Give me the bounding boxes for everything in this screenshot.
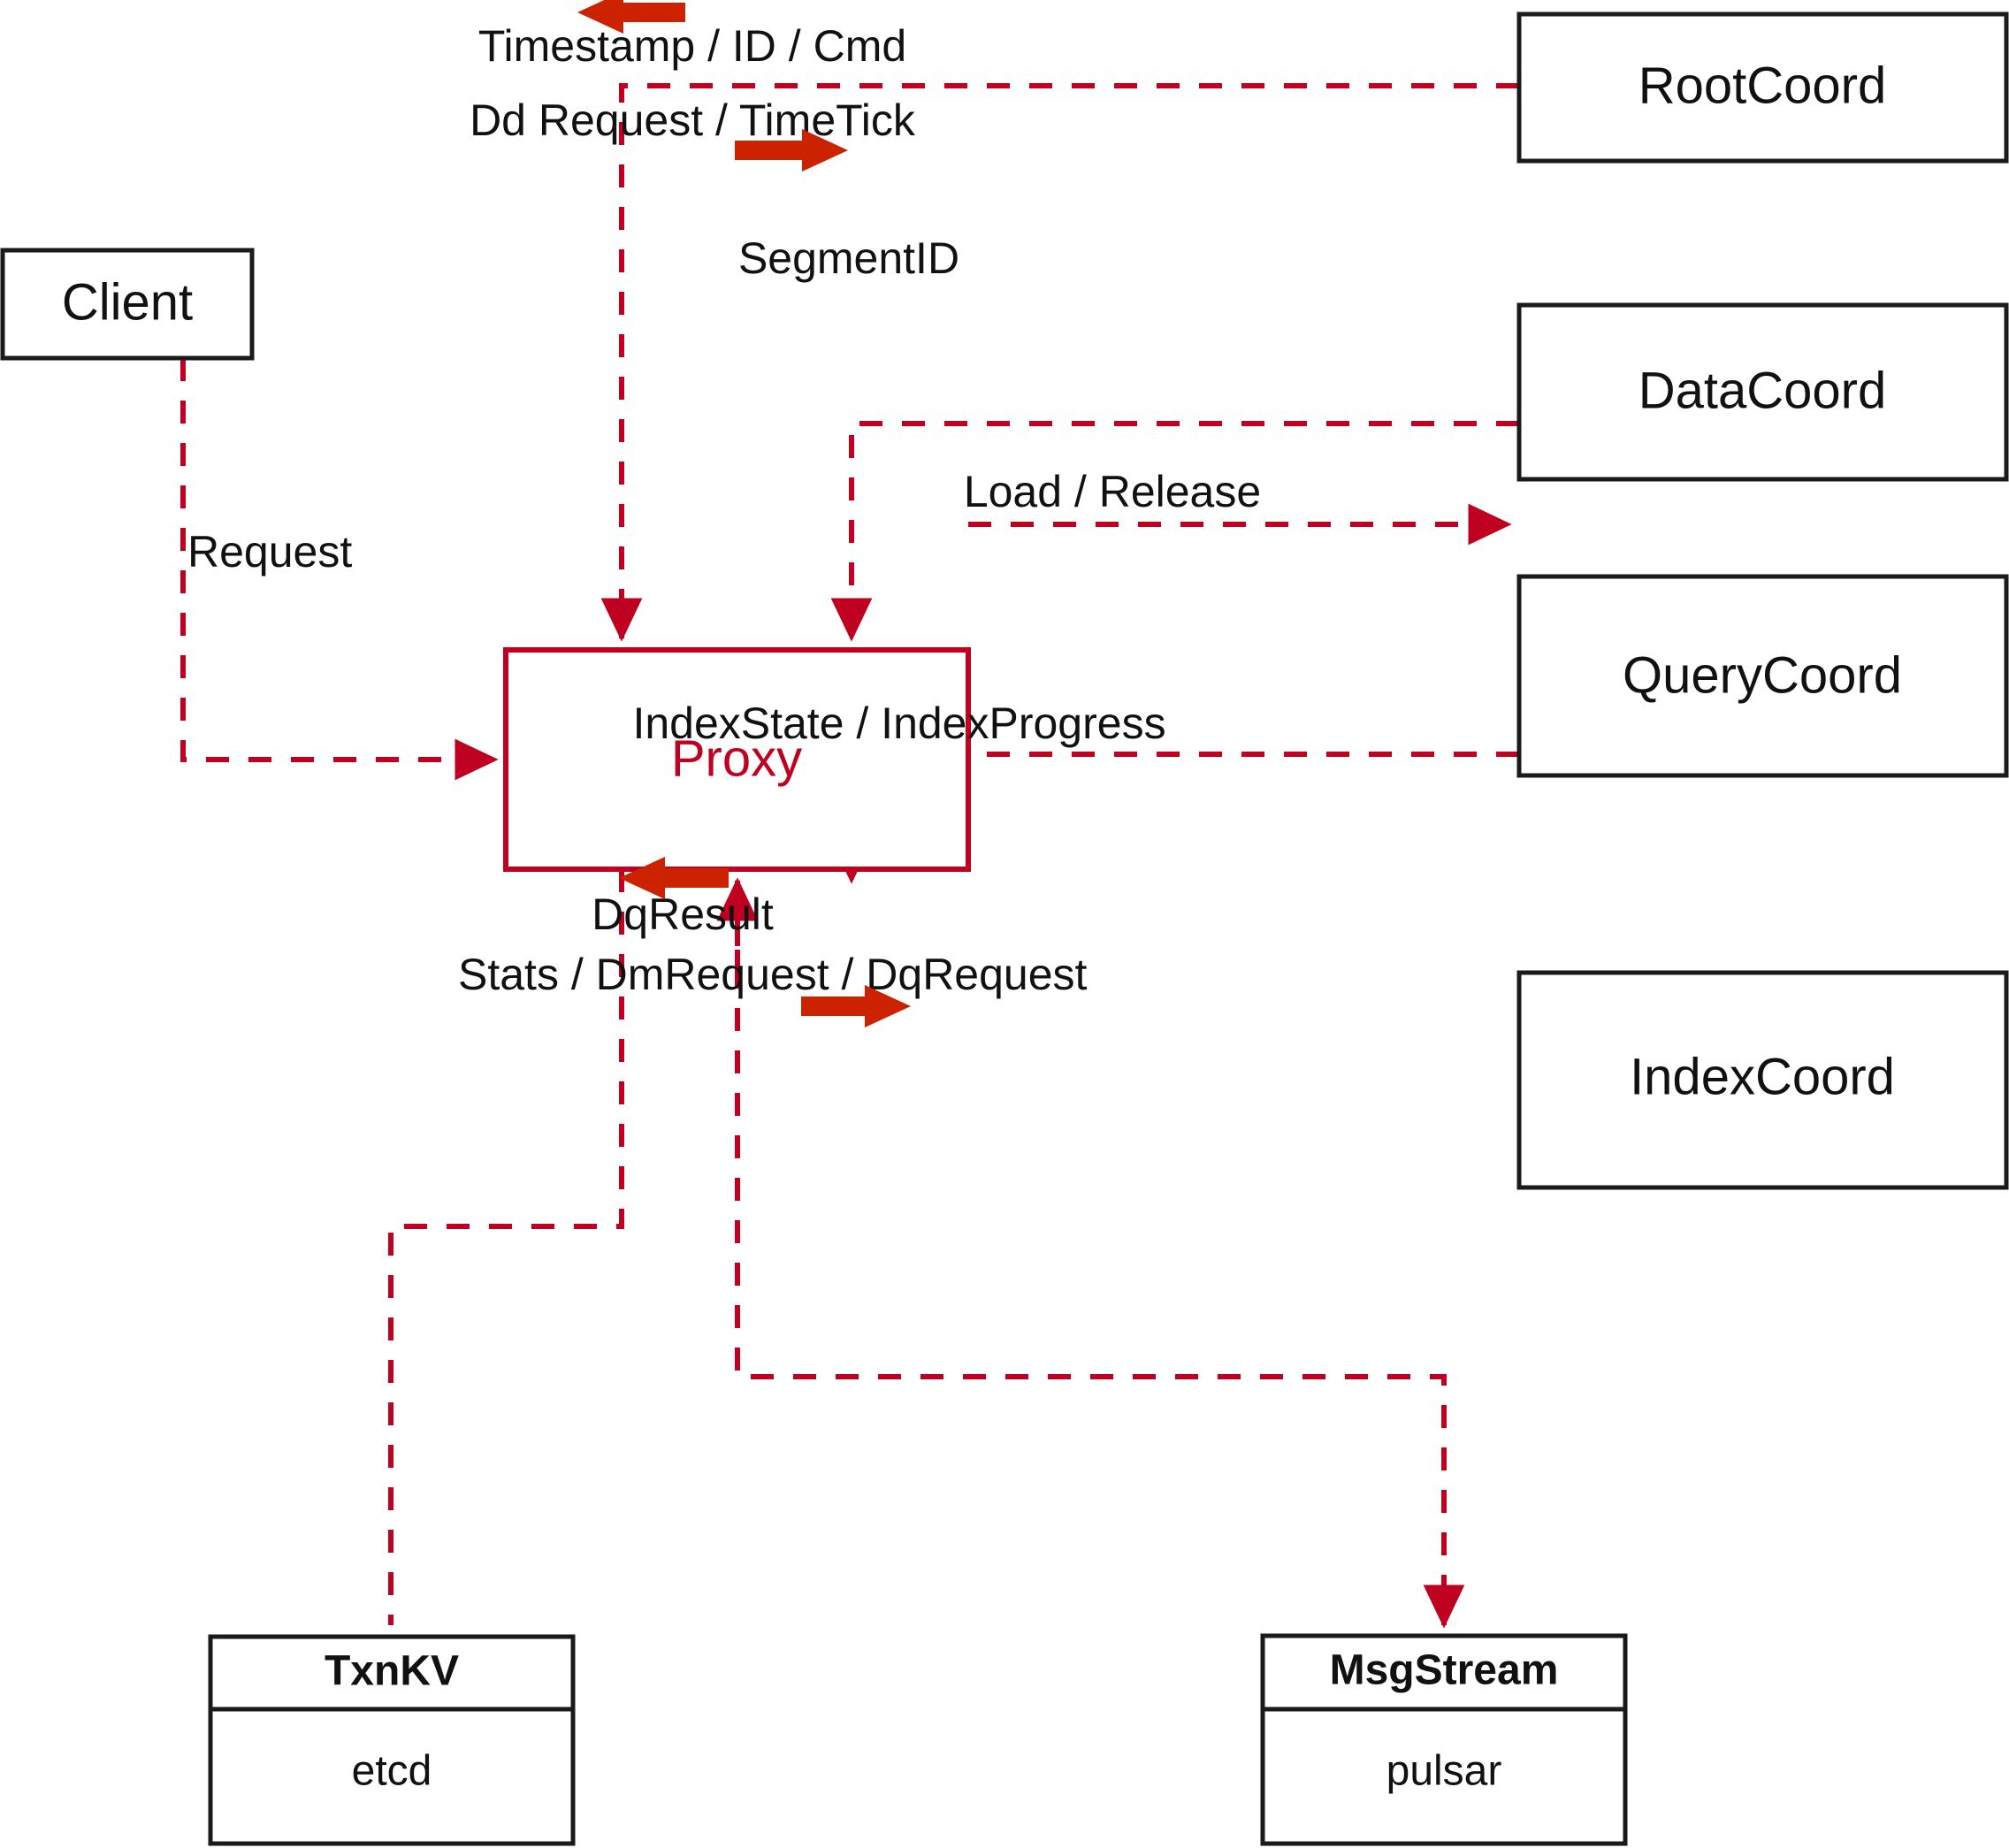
flow-arrow-left-dqresult-icon [619,857,729,899]
edge-label-timestamp-id-cmd: Timestamp / ID / Cmd [478,21,906,71]
node-querycoord-label: QueryCoord [1623,646,1902,704]
node-txnkv[interactable]: TxnKV etcd [208,1634,576,1846]
node-indexcoord-label: IndexCoord [1630,1048,1895,1105]
flow-arrow-right-dqrequest-icon [801,985,911,1027]
node-msgstream[interactable]: MsgStream pulsar [1260,1633,1628,1846]
edge-datacoord-to-proxy [830,421,1519,642]
edge-proxy-to-msgstream [735,881,1465,1629]
node-txnkv-body: etcd [352,1748,432,1795]
node-proxy-label: Proxy [671,729,802,787]
edge-label-segmentid: SegmentID [738,233,959,283]
edge-proxy-to-txnkv [388,869,624,1625]
node-datacoord[interactable]: DataCoord [1516,302,2009,482]
flow-arrow-left-icon [577,0,685,34]
node-rootcoord-label: RootCoord [1639,57,1886,114]
node-msgstream-body: pulsar [1386,1748,1502,1795]
node-querycoord[interactable]: QueryCoord [1516,574,2009,778]
node-client-label: Client [62,273,193,331]
node-msgstream-header: MsgStream [1330,1647,1559,1694]
node-rootcoord[interactable]: RootCoord [1516,11,2009,164]
edge-label-load-release: Load / Release [964,467,1261,516]
node-indexcoord[interactable]: IndexCoord [1516,970,2009,1190]
node-datacoord-label: DataCoord [1639,362,1886,419]
edge-label-dqresult: DqResult [592,890,774,939]
edge-label-stats-dmrequest-dqrequest: Stats / DmRequest / DqRequest [458,950,1088,999]
edge-indexcoord-to-proxy [830,752,1519,884]
edge-label-dd-request-timetick: Dd Request / TimeTick [470,95,916,145]
flow-arrow-right-icon [735,129,848,172]
edge-client-to-proxy [180,358,499,781]
node-txnkv-header: TxnKV [325,1648,459,1695]
node-proxy[interactable]: Proxy [503,647,971,872]
edge-rootcoord-to-proxy [600,83,1519,642]
edge-label-indexstate-indexprogress: IndexState / IndexProgress [632,699,1165,748]
node-client[interactable]: Client [0,248,255,361]
edge-label-request: Request [187,527,352,577]
